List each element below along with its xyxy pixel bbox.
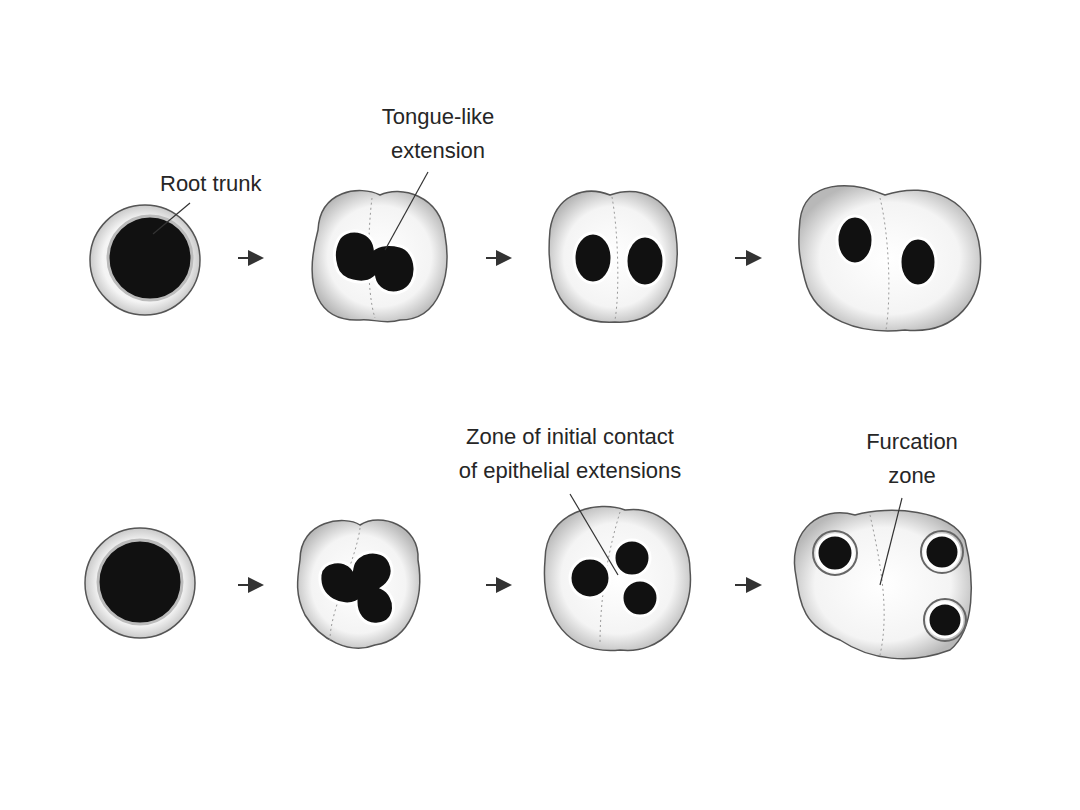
part-label: Root trunk: [160, 167, 262, 201]
part-label: Furcation zone: [847, 425, 977, 493]
part-label: Zone of initial contact of epithelial ex…: [456, 420, 684, 488]
part-label: Tongue-like extension: [358, 100, 518, 168]
